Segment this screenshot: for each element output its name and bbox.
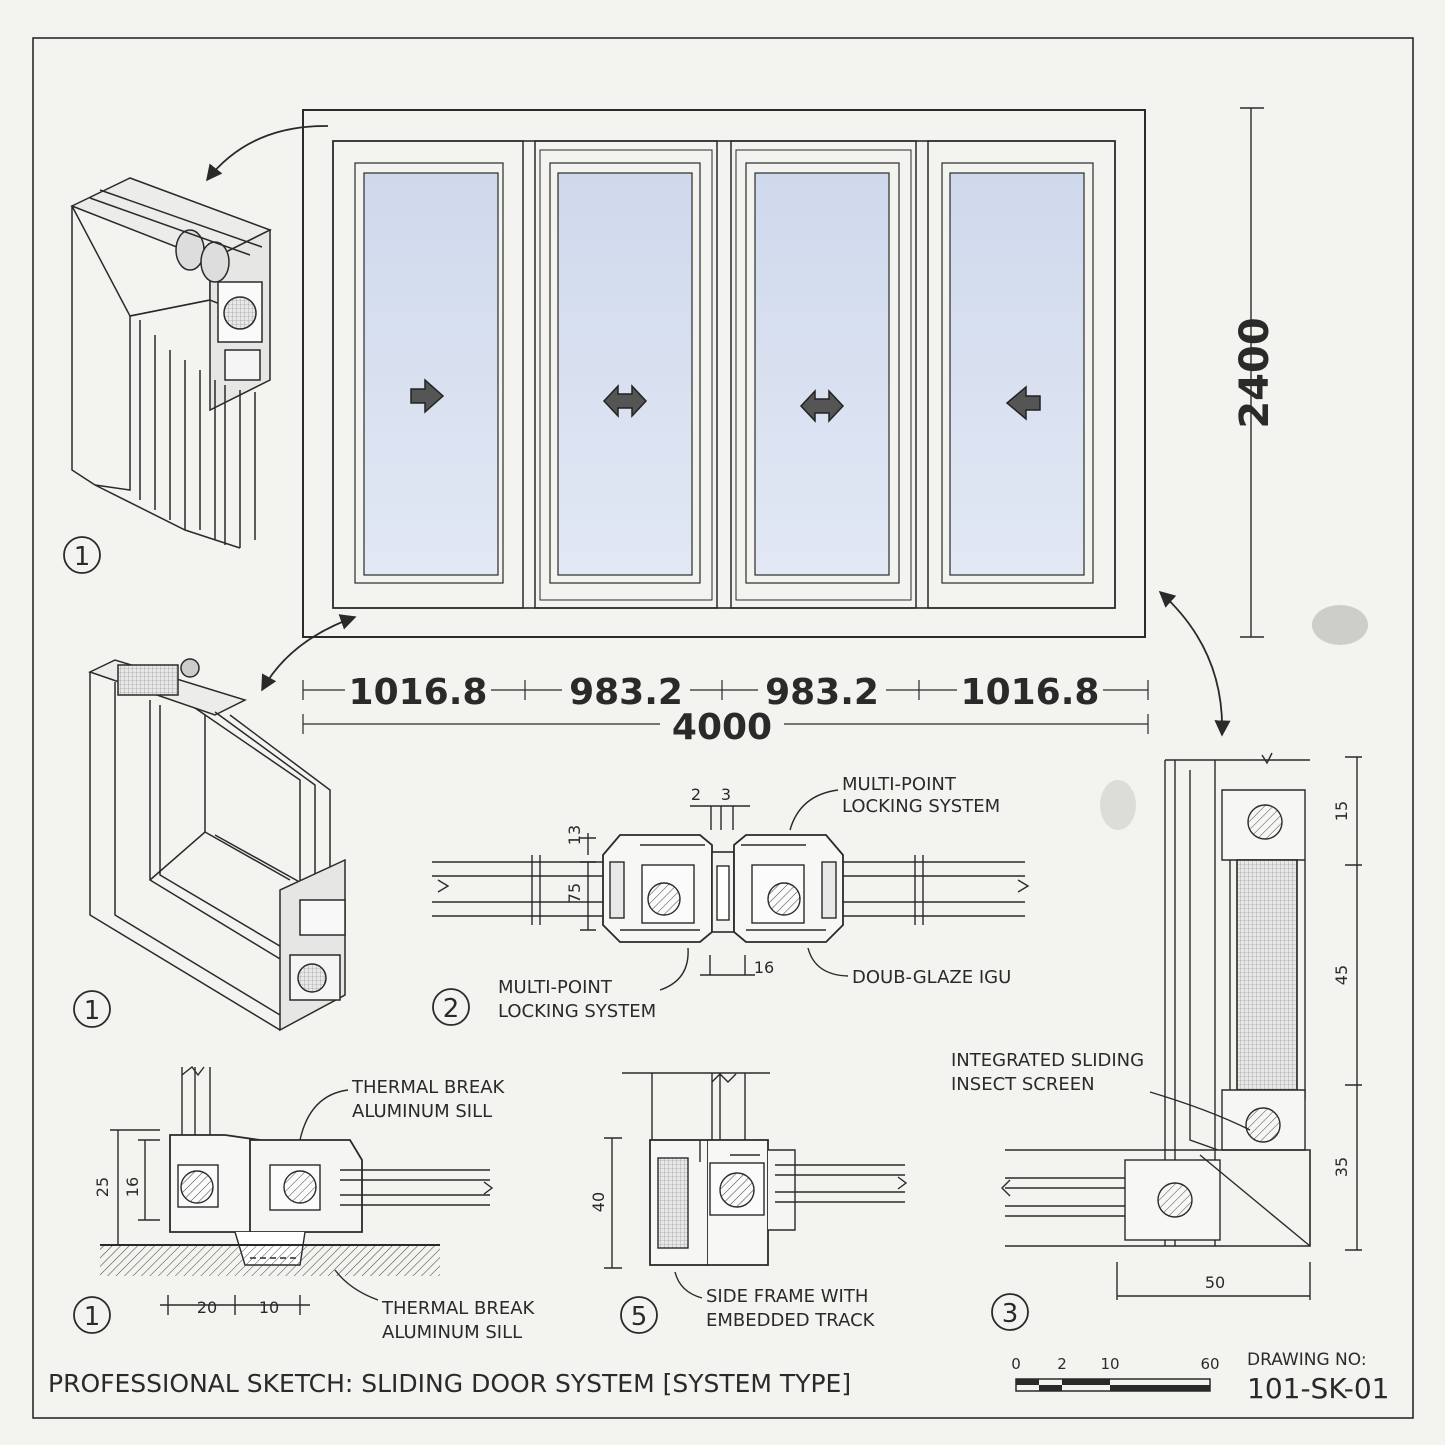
drawing-title: PROFESSIONAL SKETCH: SLIDING DOOR SYSTEM… xyxy=(48,1369,851,1398)
dim-3: 3 xyxy=(721,785,731,804)
leader-arrow-top xyxy=(206,125,329,182)
label-igu: DOUB-GLAZE IGU xyxy=(852,967,1011,988)
scale-10: 10 xyxy=(1100,1355,1119,1373)
label-locking-top-1: MULTI-POINT xyxy=(842,774,957,795)
panel-2 xyxy=(534,140,718,609)
dim-40: 40 xyxy=(589,1192,608,1212)
scale-2: 2 xyxy=(1057,1355,1067,1373)
slide-both-arrow-icon xyxy=(602,384,648,418)
isometric-corner-detail xyxy=(88,658,346,1032)
height-dimension: 2400 xyxy=(1232,107,1278,638)
side-frame-section xyxy=(604,1072,908,1269)
dim-50: 50 xyxy=(1205,1273,1225,1292)
callout-4: 1 xyxy=(84,1302,101,1332)
dim-45: 45 xyxy=(1332,965,1351,985)
label-sill-bot-2: ALUMINUM SILL xyxy=(382,1322,522,1343)
label-side-frame-2: EMBEDDED TRACK xyxy=(706,1310,876,1331)
label-side-frame-1: SIDE FRAME WITH xyxy=(706,1286,868,1307)
slide-left-arrow-icon xyxy=(1005,385,1041,421)
callout-2: 1 xyxy=(84,996,101,1026)
meeting-stile-section xyxy=(432,805,1030,976)
label-locking-bottom-1: MULTI-POINT xyxy=(498,977,613,998)
height-value: 2400 xyxy=(1232,317,1278,428)
dim-35: 35 xyxy=(1332,1157,1351,1177)
callout-1: 1 xyxy=(74,542,91,572)
sheet-border xyxy=(32,37,1414,1419)
smudge-mark-2 xyxy=(1100,780,1136,830)
dim-13: 13 xyxy=(565,825,584,845)
jamb-screen-section xyxy=(1001,752,1362,1300)
total-width: 4000 xyxy=(672,707,772,748)
label-locking-bottom-2: LOCKING SYSTEM xyxy=(498,1001,656,1022)
label-sill-bot-1: THERMAL BREAK xyxy=(381,1298,536,1319)
label-locking-top-2: LOCKING SYSTEM xyxy=(842,796,1000,817)
panel-width-4: 1016.8 xyxy=(961,672,1100,713)
label-sill-top-1: THERMAL BREAK xyxy=(351,1077,506,1098)
panel-width-3: 983.2 xyxy=(765,672,879,713)
label-screen-2: INSECT SCREEN xyxy=(951,1074,1095,1095)
label-screen-1: INTEGRATED SLIDING xyxy=(951,1050,1144,1071)
isometric-head-detail xyxy=(70,177,272,549)
sill-section xyxy=(100,1066,494,1315)
dim-75: 75 xyxy=(565,883,584,903)
callout-5: 5 xyxy=(631,1302,648,1332)
scale-60: 60 xyxy=(1200,1355,1219,1373)
dim-15: 15 xyxy=(1332,801,1351,821)
smudge-mark xyxy=(1312,605,1368,645)
callout-3: 2 xyxy=(443,994,460,1024)
scale-bar: 0 2 10 60 xyxy=(1011,1355,1220,1392)
front-elevation xyxy=(302,109,1146,638)
dim-16-sill: 16 xyxy=(123,1177,142,1197)
dim-20: 20 xyxy=(197,1298,217,1317)
drawing-no: 101-SK-01 xyxy=(1247,1372,1389,1405)
leader-arrow-right xyxy=(1158,590,1231,737)
panel-width-1: 1016.8 xyxy=(349,672,488,713)
dim-2: 2 xyxy=(691,785,701,804)
callout-6: 3 xyxy=(1002,1299,1019,1329)
dim-25: 25 xyxy=(93,1177,112,1197)
slide-right-arrow-icon xyxy=(410,378,445,414)
panel-1 xyxy=(332,140,524,609)
slide-both-arrow-icon-2 xyxy=(799,389,845,423)
width-dimensions: 1016.8 983.2 983.2 1016.8 4000 xyxy=(302,668,1149,748)
leader-arrow-left xyxy=(261,614,357,692)
dim-10: 10 xyxy=(259,1298,279,1317)
dim-16: 16 xyxy=(754,958,774,977)
drawing-no-label: DRAWING NO: xyxy=(1247,1350,1367,1370)
scale-0: 0 xyxy=(1011,1355,1021,1373)
panel-4 xyxy=(927,140,1116,609)
label-sill-top-2: ALUMINUM SILL xyxy=(352,1101,492,1122)
panel-3 xyxy=(730,140,917,609)
